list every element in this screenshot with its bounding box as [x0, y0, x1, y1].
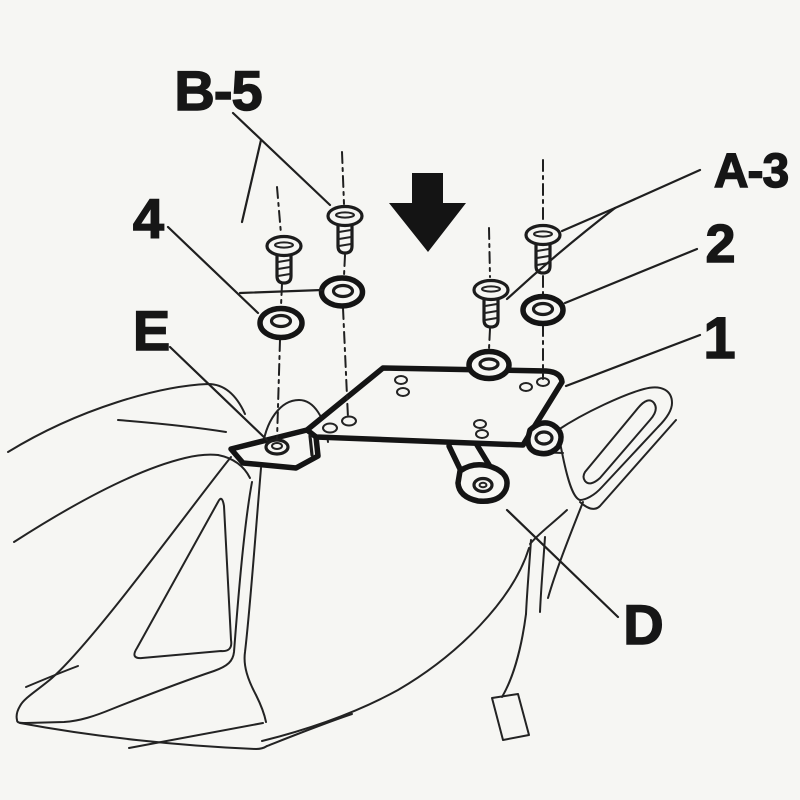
screw-b-left [265, 234, 303, 285]
callout-label-1: 1 [703, 306, 734, 371]
flange-fold-line [308, 434, 314, 457]
callout-label-e: E [133, 299, 169, 362]
callout-label-2: 2 [705, 214, 734, 274]
washer-on-plate [466, 348, 512, 382]
callout-label-a3: A-3 [714, 145, 788, 198]
callout-label-4: 4 [133, 187, 164, 250]
washer-2 [520, 293, 566, 327]
motorcycle-tail-outline [7, 383, 677, 750]
plate-holes [322, 375, 550, 439]
leader-lines [166, 111, 702, 619]
screw-b-right [326, 204, 364, 255]
screw-a-lower [472, 278, 510, 329]
washer-4-left [257, 305, 305, 341]
mounting-plate [228, 348, 565, 504]
washer-4-right [318, 275, 366, 309]
assembly-axis-lines [276, 151, 544, 441]
down-arrow-icon [389, 173, 466, 252]
flange-grommet [264, 438, 290, 456]
callout-label-b5: B-5 [174, 59, 261, 122]
callout-label-d: D [623, 593, 662, 656]
